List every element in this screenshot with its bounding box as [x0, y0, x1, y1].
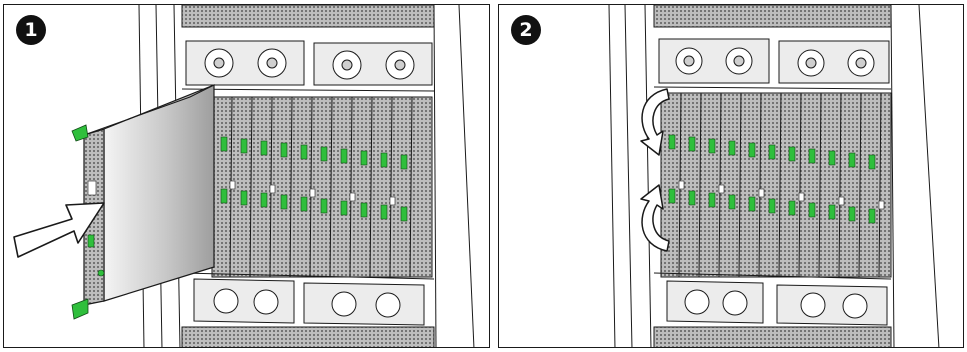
top-drive-bays — [181, 5, 435, 28]
step-2-badge: 2 — [511, 15, 541, 45]
top-fan-trays — [181, 40, 435, 92]
ejector-lever-icon — [71, 298, 89, 320]
ejector-lever-icon — [668, 134, 876, 224]
top-drive-bays — [653, 5, 892, 28]
step-1-badge: 1 — [16, 15, 46, 45]
bottom-drive-bays — [653, 326, 892, 347]
bottom-fan-trays — [193, 278, 425, 326]
top-fan-trays — [653, 38, 892, 90]
installed-blades — [211, 96, 433, 278]
rotate-arrow-icon — [640, 88, 670, 156]
blade-module — [71, 84, 215, 320]
ejector-lever-icon — [71, 124, 89, 142]
step-1-illustration — [13, 5, 475, 347]
fan-icon — [675, 47, 875, 77]
step-2-illustration — [608, 5, 940, 347]
rack-frame — [608, 5, 940, 347]
bottom-drive-bays — [181, 326, 435, 347]
installed-blades — [660, 92, 892, 278]
bottom-fan-trays — [666, 280, 888, 326]
fan-icon — [204, 48, 415, 80]
ejector-lever-icon — [220, 136, 408, 222]
step-1-panel: 1 — [3, 4, 490, 348]
rotate-arrow-icon — [640, 184, 670, 252]
step-2-panel: 2 — [498, 4, 964, 348]
insert-arrow-icon — [13, 202, 105, 258]
